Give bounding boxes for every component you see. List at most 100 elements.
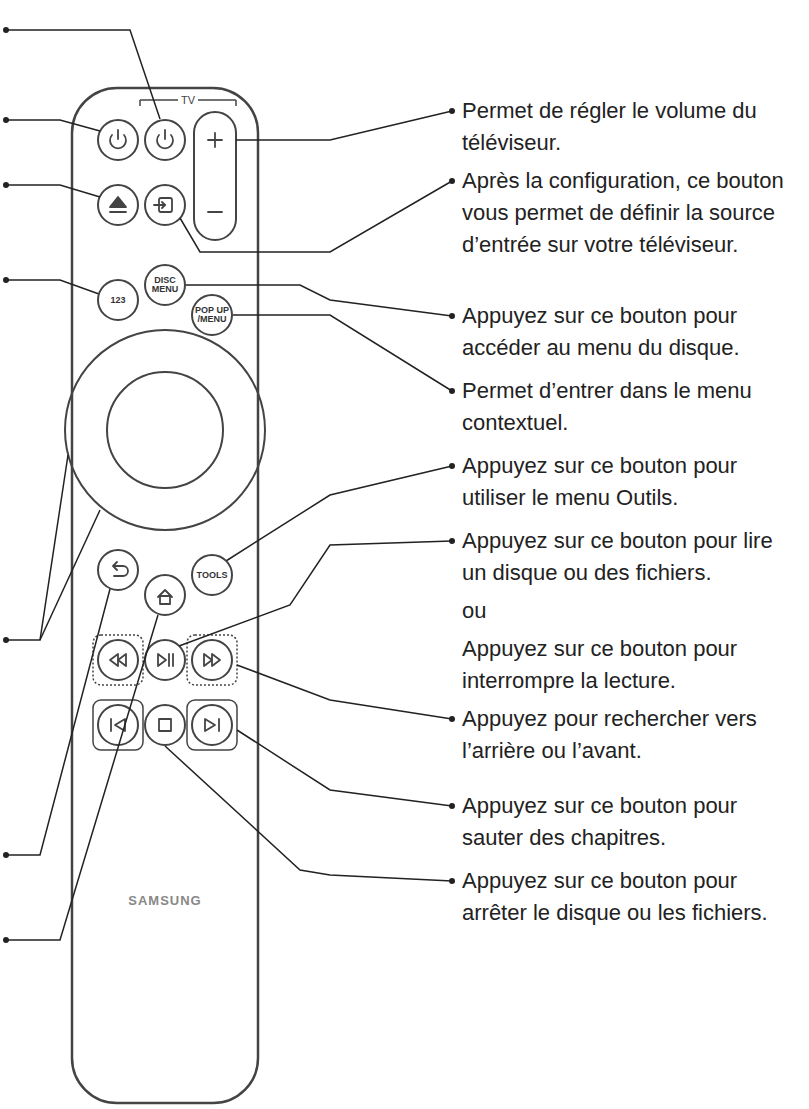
- brand-logo: SAMSUNG: [128, 893, 201, 908]
- remote-stroke: [214, 133, 216, 147]
- remote-stroke: [117, 130, 119, 139]
- text-button: POP UP /MENU: [191, 294, 233, 336]
- remote-stroke: [145, 120, 185, 160]
- leader-dot: [449, 878, 455, 884]
- remote-stroke: [235, 100, 237, 106]
- remote-stroke: [192, 640, 232, 680]
- remote-stroke: [139, 100, 141, 106]
- remote-stroke: [93, 635, 143, 685]
- remote-stroke: [3, 182, 9, 188]
- function-description: ou: [462, 595, 802, 627]
- remote-stroke: [172, 654, 174, 666]
- left-leader-lines: [6, 30, 160, 940]
- remote-stroke: [98, 705, 138, 745]
- remote-stroke: [98, 640, 138, 680]
- leader-line: [237, 665, 452, 719]
- remote-stroke: [110, 197, 126, 207]
- remote-stroke: [3, 27, 9, 33]
- function-description: Appuyez sur ce bouton pour interrompre l…: [462, 633, 802, 697]
- remote-stroke: [107, 372, 223, 488]
- tv-group-label: TV: [178, 94, 198, 106]
- remote-stroke: [114, 566, 128, 576]
- function-description: Appuyez pour rechercher vers l’arrière o…: [462, 703, 802, 767]
- leader-dots: [3, 27, 9, 943]
- button-label: POP UP /MENU: [195, 306, 229, 324]
- leader-dot: [449, 463, 455, 469]
- leader-line: [180, 181, 452, 252]
- text-button: TOOLS: [191, 554, 233, 596]
- remote-stroke: [6, 280, 99, 294]
- function-description: Après la configuration, ce bouton vous p…: [462, 165, 802, 261]
- remote-stroke: [93, 700, 143, 750]
- remote-body: [72, 88, 258, 1103]
- remote-stroke: [6, 120, 100, 131]
- remote-stroke: [110, 211, 126, 213]
- function-description: Appuyez sur ce bouton pour utiliser le m…: [462, 450, 802, 514]
- remote-stroke: [6, 185, 100, 197]
- remote-stroke: [218, 719, 220, 731]
- remote-stroke: [72, 88, 258, 1103]
- remote-stroke: [6, 455, 68, 640]
- remote-stroke: [3, 852, 9, 858]
- remote-stroke: [98, 550, 138, 590]
- remote-stroke: [168, 654, 170, 666]
- leader-dot: [449, 108, 455, 114]
- leader-line: [226, 466, 452, 561]
- function-description: Appuyez sur ce bouton pour accéder au me…: [462, 300, 802, 364]
- remote-stroke: [158, 654, 166, 666]
- remote-stroke: [212, 654, 220, 666]
- button-label: DISC MENU: [148, 276, 182, 294]
- function-description: Appuyez sur ce bouton pour lire un disqu…: [462, 525, 802, 589]
- leader-line: [165, 746, 452, 881]
- remote-stroke: [110, 719, 112, 731]
- leader-dot: [449, 538, 455, 544]
- function-description: Permet d’entrer dans le menu contextuel.: [462, 375, 802, 439]
- remote-stroke: [162, 202, 165, 208]
- leader-dot: [449, 388, 455, 394]
- remote-stroke: [3, 117, 9, 123]
- button-label: TOOLS: [195, 571, 229, 580]
- function-description: Appuyez sur ce bouton pour sauter des ch…: [462, 790, 802, 854]
- remote-stroke: [65, 330, 265, 530]
- remote-stroke: [40, 510, 100, 640]
- remote-stroke: [159, 719, 171, 731]
- remote-stroke: [6, 615, 158, 940]
- remote-stroke: [205, 719, 215, 731]
- remote-stroke: [110, 654, 118, 666]
- remote-stroke: [164, 130, 166, 139]
- function-description: Appuyez sur ce bouton pour arrêter le di…: [462, 865, 802, 929]
- remote-stroke: [194, 112, 236, 240]
- leader-dot: [449, 803, 455, 809]
- remote-stroke: [113, 562, 117, 570]
- remote-stroke: [145, 575, 185, 615]
- remote-stroke: [204, 654, 212, 666]
- remote-stroke: [187, 635, 237, 685]
- leader-dot: [449, 178, 455, 184]
- remote-stroke: [208, 211, 222, 213]
- remote-stroke: [98, 120, 138, 160]
- remote-stroke: [3, 937, 9, 943]
- text-button: 123: [97, 279, 139, 321]
- remote-stroke: [6, 30, 160, 119]
- remote-stroke: [3, 277, 9, 283]
- leader-line: [237, 730, 452, 806]
- remote-stroke: [160, 596, 170, 604]
- leader-line: [233, 315, 452, 391]
- remote-stroke: [192, 705, 232, 745]
- button-icons: [110, 130, 222, 731]
- remote-stroke: [118, 654, 126, 666]
- text-button: DISC MENU: [144, 264, 186, 306]
- leader-dot: [449, 716, 455, 722]
- leader-dot: [449, 313, 455, 319]
- remote-stroke: [98, 185, 138, 225]
- function-description: Permet de régler le volume du téléviseur…: [462, 95, 802, 159]
- button-label: 123: [101, 296, 135, 305]
- leader-line: [236, 111, 452, 140]
- buttons: [65, 112, 265, 750]
- remote-stroke: [6, 589, 110, 855]
- leader-line: [179, 541, 452, 646]
- remote-stroke: [187, 700, 237, 750]
- remote-stroke: [145, 185, 185, 225]
